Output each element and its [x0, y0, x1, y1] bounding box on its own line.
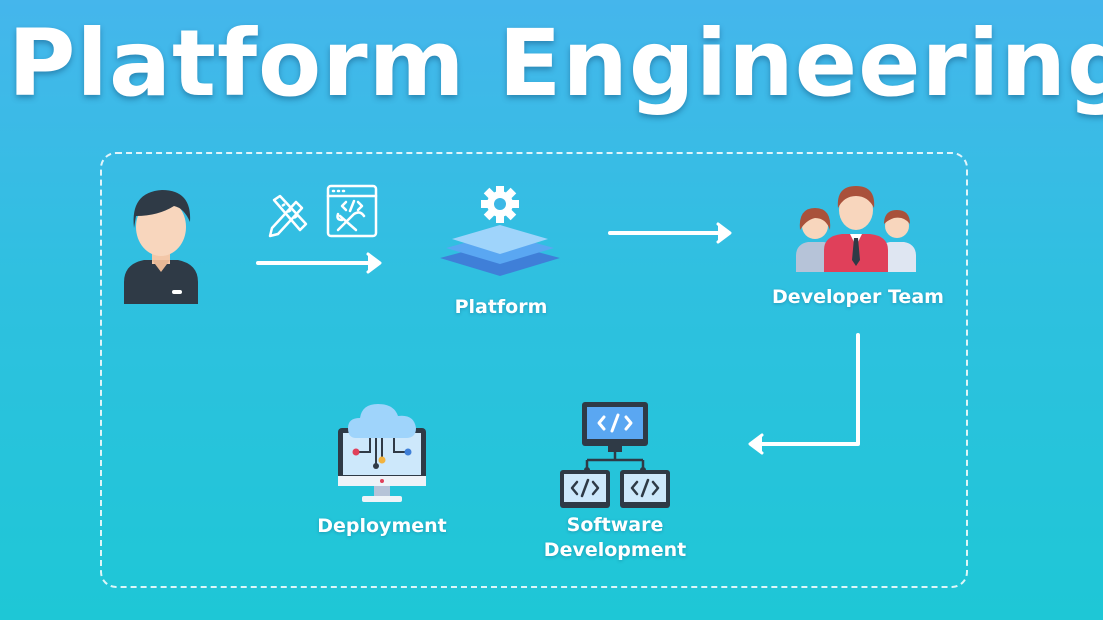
software-development-icon [560, 402, 670, 508]
engineer-avatar-icon [124, 190, 198, 304]
software-development-label-line1: Software [566, 514, 664, 536]
deployment-cloud-monitor-icon [338, 404, 426, 502]
developer-team-label: Developer Team [772, 286, 944, 308]
code-tools-window-icon [326, 184, 378, 238]
developer-team-icon [796, 186, 916, 272]
page-title: Platform Engineering [8, 10, 1103, 117]
platform-layers-icon [440, 186, 560, 276]
pencil-ruler-icon [268, 194, 308, 238]
software-development-label: Software Development [525, 513, 705, 563]
deployment-label: Deployment [317, 515, 447, 537]
software-development-label-line2: Development [543, 539, 687, 561]
diagram-frame [100, 152, 968, 588]
platform-label: Platform [454, 296, 548, 318]
